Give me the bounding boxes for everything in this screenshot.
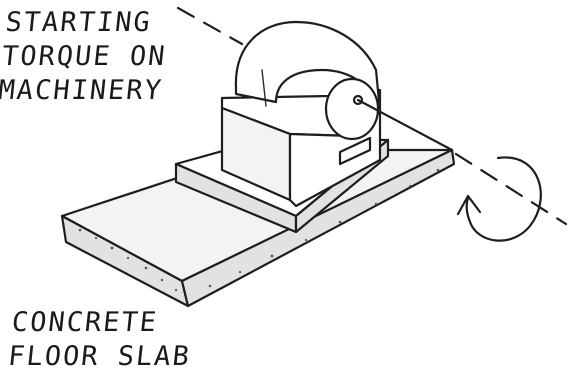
concrete-slab-label: CONCRETE FLOOR SLAB [6,306,196,374]
motor-end-circle [326,79,378,139]
label-line: TORQUE ON [0,40,168,74]
rotation-arrow [458,157,541,240]
label-line: MACHINERY [0,74,165,108]
label-line: FLOOR SLAB [6,340,192,374]
rotation-arrowhead [458,196,480,214]
label-line: CONCRETE [10,306,196,340]
axis-dash-upper [178,8,242,44]
axis-dash-lower [456,154,566,224]
rotation-arc [467,157,541,240]
starting-torque-label: STARTING TORQUE ON MACHINERY [0,6,172,108]
label-line: STARTING [4,6,172,40]
